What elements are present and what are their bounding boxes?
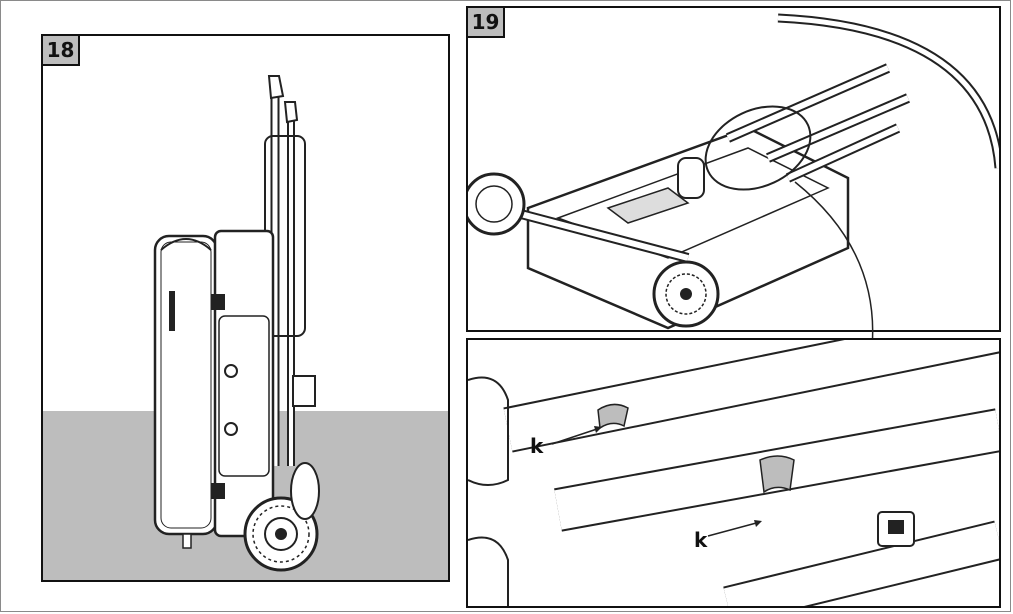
leader-k-lower bbox=[707, 521, 761, 537]
callout-k-lower: k bbox=[694, 528, 708, 552]
detail-illustration bbox=[468, 340, 999, 606]
leader-k-upper bbox=[551, 427, 601, 445]
figure-18-panel: 18 bbox=[41, 34, 450, 582]
figure-18-illustration bbox=[43, 75, 448, 580]
handle-grip bbox=[267, 75, 285, 100]
left-wheel bbox=[468, 172, 526, 236]
machine-body bbox=[153, 234, 219, 536]
hose-arc bbox=[777, 13, 999, 169]
knob-lower bbox=[224, 422, 238, 436]
figure-19-detail-panel: k k bbox=[466, 338, 1001, 608]
filter-cap bbox=[677, 157, 705, 199]
knob-upper bbox=[224, 364, 238, 378]
figure-19-number: 19 bbox=[468, 8, 505, 38]
clip-upper bbox=[597, 403, 629, 430]
callout-ellipse bbox=[704, 105, 812, 191]
figure-19-illustration bbox=[468, 13, 999, 330]
figure-19-panel: 19 bbox=[466, 6, 1001, 332]
clip-lower bbox=[759, 455, 795, 494]
figure-18-number: 18 bbox=[43, 36, 80, 66]
callout-k-upper: k bbox=[530, 434, 544, 458]
rear-wheel bbox=[290, 462, 320, 520]
